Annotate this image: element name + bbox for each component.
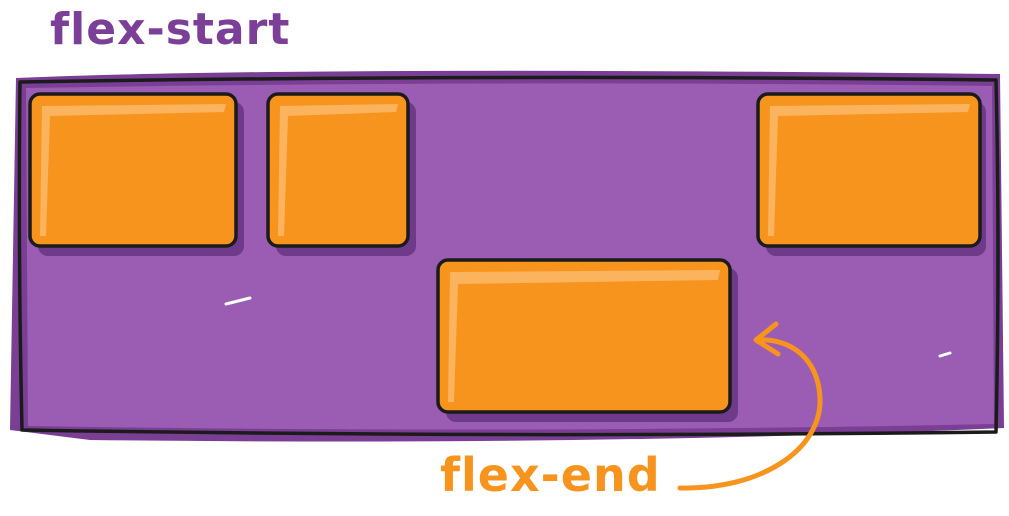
sketch-mark: [938, 351, 952, 358]
curved-arrow: [677, 337, 823, 491]
flex-item-box: [756, 92, 982, 248]
flex-item-2: [266, 92, 416, 256]
flex-end-label: flex-end: [440, 448, 661, 502]
flex-container-outline: [17, 75, 1000, 437]
flex-item-3: [756, 92, 986, 256]
flex-item-box: [436, 258, 732, 414]
flex-item-box: [266, 92, 410, 248]
sketch-mark: [224, 296, 252, 306]
flex-item-1: [28, 92, 244, 256]
flex-start-label: flex-start: [50, 4, 291, 55]
flex-item-box: [28, 92, 238, 248]
flex-item-highlight: [448, 270, 720, 402]
arrow-head-icon: [753, 321, 781, 357]
flex-item-flex-end: [436, 258, 738, 422]
